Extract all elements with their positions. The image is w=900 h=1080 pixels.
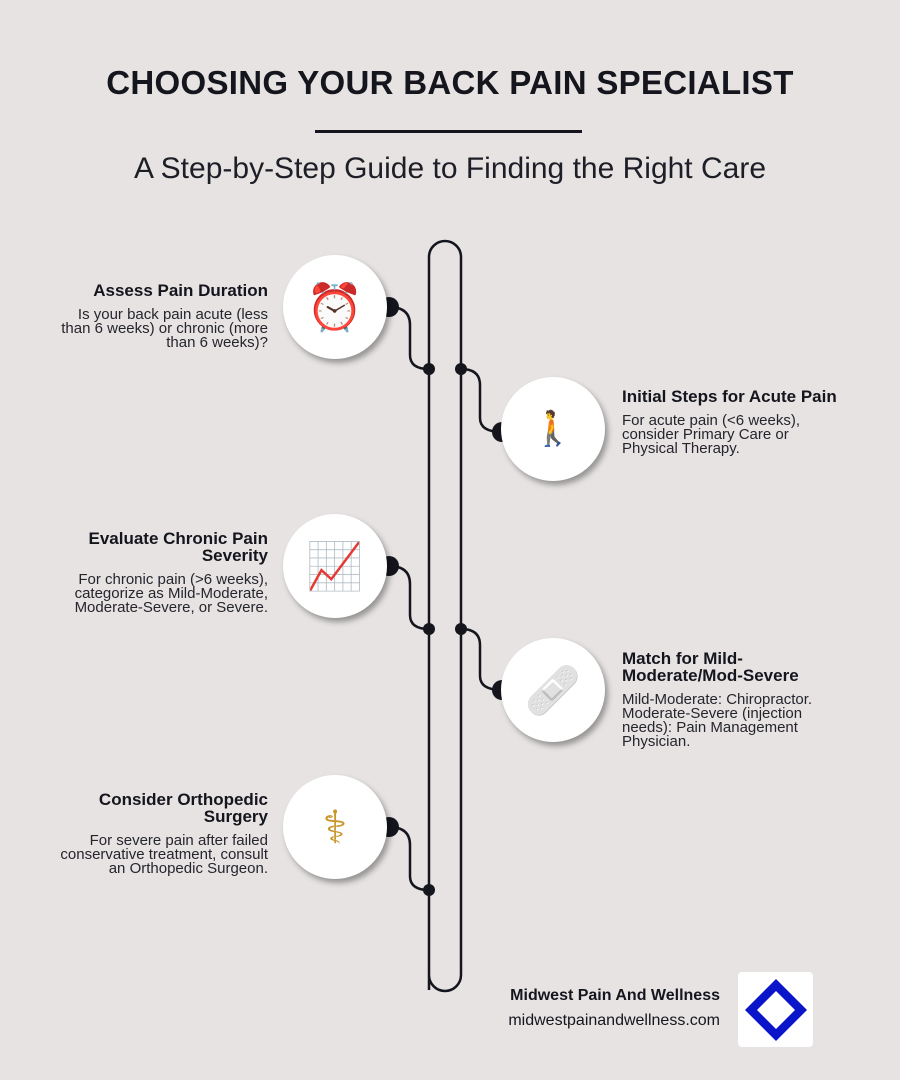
company-logo [738, 972, 813, 1047]
step-3-title: Evaluate Chronic Pain Severity [88, 529, 269, 565]
step-1-title: Assess Pain Duration [93, 281, 268, 300]
step-2: Initial Steps for Acute Pain For acute p… [622, 388, 837, 456]
chart-increasing-icon: 📈 [306, 539, 364, 592]
step-4: Match for Mild-Moderate/Mod-Severe Mild-… [622, 650, 837, 749]
step-1-text: Is your back pain acute (less than 6 wee… [61, 306, 268, 351]
company-name: Midwest Pain And Wellness [510, 987, 720, 1004]
step-3: Evaluate Chronic Pain Severity For chron… [53, 530, 268, 615]
company-url[interactable]: midwestpainandwellness.com [508, 1012, 720, 1029]
step-2-text: For acute pain (<6 weeks), consider Prim… [622, 412, 801, 457]
step-4-text: Mild-Moderate: Chiropractor. Moderate-Se… [622, 691, 813, 750]
step-4-icon-circle: 🩹 [501, 638, 605, 742]
step-5-text: For severe pain after failed conservativ… [60, 832, 268, 877]
step-1: Assess Pain Duration Is your back pain a… [53, 282, 268, 350]
step-4-title: Match for Mild-Moderate/Mod-Severe [622, 649, 799, 685]
person-walking-icon: 🚶 [531, 410, 575, 448]
step-5: Consider Orthopedic Surgery For severe p… [53, 791, 268, 876]
step-5-icon-circle: ⚕ [283, 775, 387, 879]
title-divider [315, 130, 582, 133]
adhesive-bandage-icon: 🩹 [524, 663, 582, 716]
page-subtitle: A Step-by-Step Guide to Finding the Righ… [133, 152, 767, 185]
logo-icon [744, 978, 807, 1041]
step-3-icon-circle: 📈 [283, 514, 387, 618]
step-2-title: Initial Steps for Acute Pain [622, 387, 837, 406]
step-1-icon-circle: ⏰ [283, 255, 387, 359]
medical-symbol-icon: ⚕ [322, 801, 348, 853]
step-5-title: Consider Orthopedic Surgery [98, 790, 268, 826]
alarm-clock-icon: ⏰ [306, 280, 364, 333]
step-2-icon-circle: 🚶 [501, 377, 605, 481]
step-3-text: For chronic pain (>6 weeks), categorize … [74, 571, 268, 616]
page-title: CHOOSING YOUR BACK PAIN SPECIALIST [106, 64, 794, 101]
